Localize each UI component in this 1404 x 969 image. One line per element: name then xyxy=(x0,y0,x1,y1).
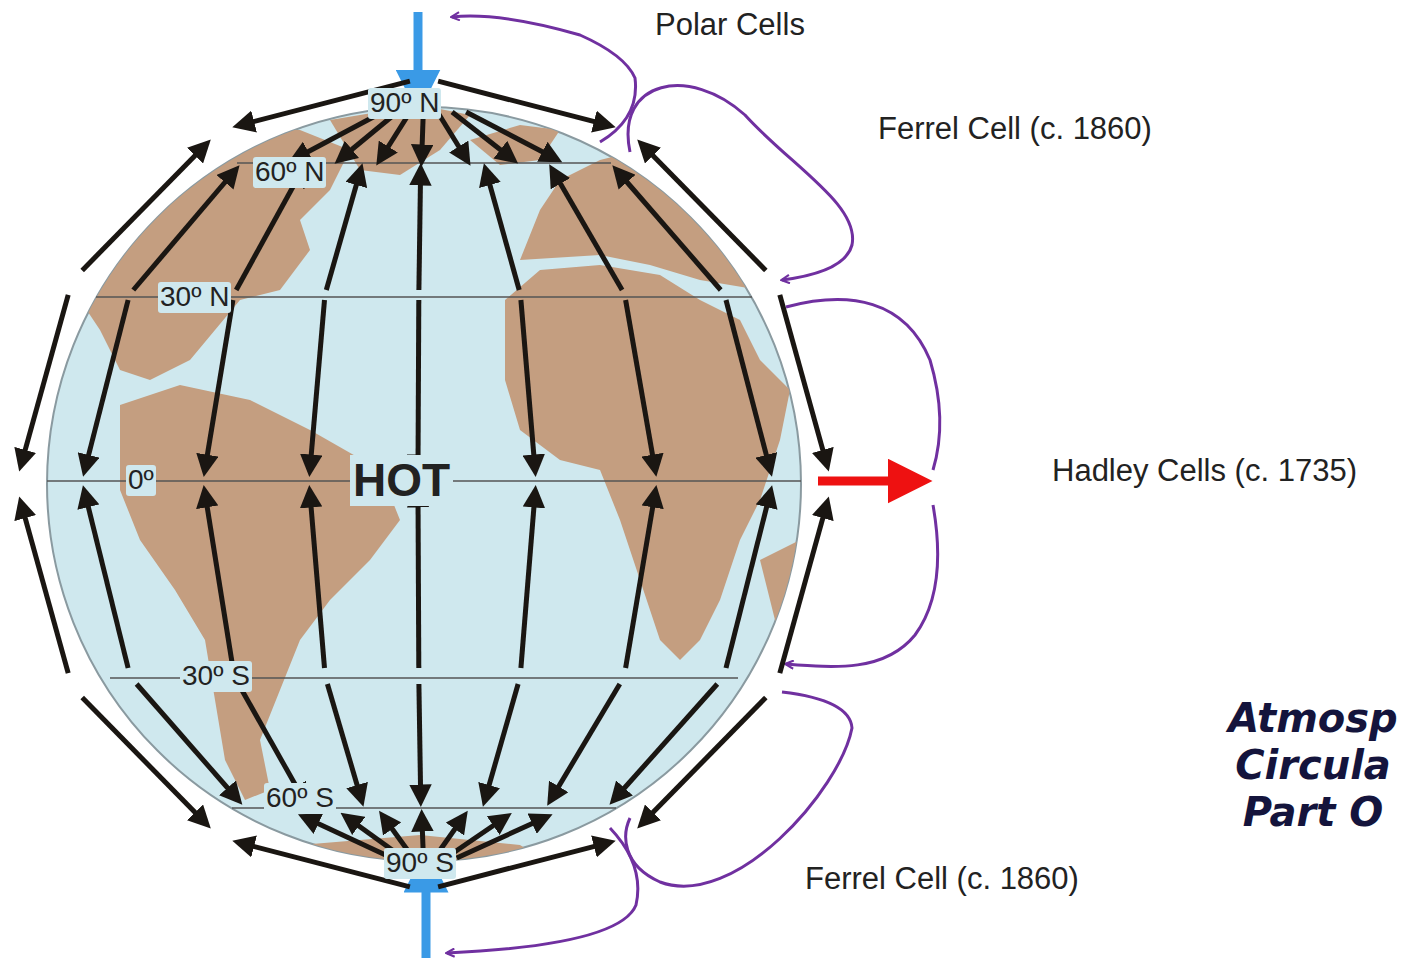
latitude-label: 60º S xyxy=(264,783,336,814)
wind-arrow xyxy=(644,146,766,270)
wind-arrow xyxy=(644,698,766,822)
wind-arrow xyxy=(466,112,554,158)
latitude-label: 30º N xyxy=(158,282,231,313)
wind-arrow xyxy=(137,684,237,798)
wind-arrow xyxy=(521,300,535,468)
red-arrow xyxy=(818,477,910,486)
wind-arrow xyxy=(552,684,620,798)
cell-label: Ferrel Cell (c. 1860) xyxy=(878,112,1152,146)
wind-arrow xyxy=(780,505,827,673)
blue-arrow xyxy=(414,12,423,92)
wind-arrow xyxy=(85,494,128,668)
wind-arrow xyxy=(438,81,607,125)
wind-arrow xyxy=(780,295,827,463)
latitude-label: 0º xyxy=(126,465,156,496)
wind-arrow xyxy=(236,172,301,290)
blue-arrow xyxy=(422,870,431,958)
continents xyxy=(40,105,800,870)
wind-arrow xyxy=(554,172,622,290)
latitude-lines xyxy=(47,163,801,808)
wind-arrow xyxy=(485,684,518,798)
wind-arrow xyxy=(416,300,422,468)
wind-arrow xyxy=(419,684,421,798)
wind-arrow xyxy=(133,172,233,290)
wind-arrow xyxy=(327,684,361,798)
wind-arrow xyxy=(82,698,204,822)
latitude-label: 60º N xyxy=(253,157,326,188)
hot-label: HOT xyxy=(350,455,453,506)
wind-arrow xyxy=(438,843,607,887)
wind-arrow xyxy=(618,172,721,290)
wind-arrow xyxy=(486,172,519,290)
wind-arrow xyxy=(22,505,69,673)
wind-arrow xyxy=(342,112,398,158)
latitude-label: 90º S xyxy=(384,848,456,879)
wind-arrow xyxy=(419,172,421,290)
cell-label: Hadley Cells (c. 1735) xyxy=(1052,454,1357,488)
slide-title: Atmosp Circula Part O xyxy=(1222,695,1404,837)
wind-arrow xyxy=(726,494,770,668)
wind-arrow xyxy=(457,818,545,858)
wind-arrow xyxy=(422,112,424,158)
wind-arrow xyxy=(205,494,233,668)
latitude-label: 90º N xyxy=(368,88,441,119)
wind-arrow xyxy=(22,295,69,463)
wind-arrow xyxy=(310,494,325,668)
wind-arrow xyxy=(381,112,410,158)
latitude-label: 30º S xyxy=(180,661,252,692)
cell-label: Ferrel Cell (c. 1860) xyxy=(805,862,1079,896)
wind-arrow xyxy=(616,684,718,798)
wind-arrow xyxy=(726,300,770,468)
cell-label: Polar Cells xyxy=(655,8,805,42)
wind-arrow xyxy=(205,300,233,468)
wind-arrow xyxy=(82,146,204,270)
cell-brackets xyxy=(447,16,940,953)
wind-arrow xyxy=(85,300,128,468)
wind-arrow xyxy=(626,300,655,468)
wind-arrow xyxy=(326,172,360,290)
wind-arrow xyxy=(521,494,535,668)
wind-arrow xyxy=(310,300,324,468)
wind-arrow xyxy=(416,494,422,668)
wind-arrow xyxy=(238,684,302,798)
wind-arrow xyxy=(626,494,655,668)
